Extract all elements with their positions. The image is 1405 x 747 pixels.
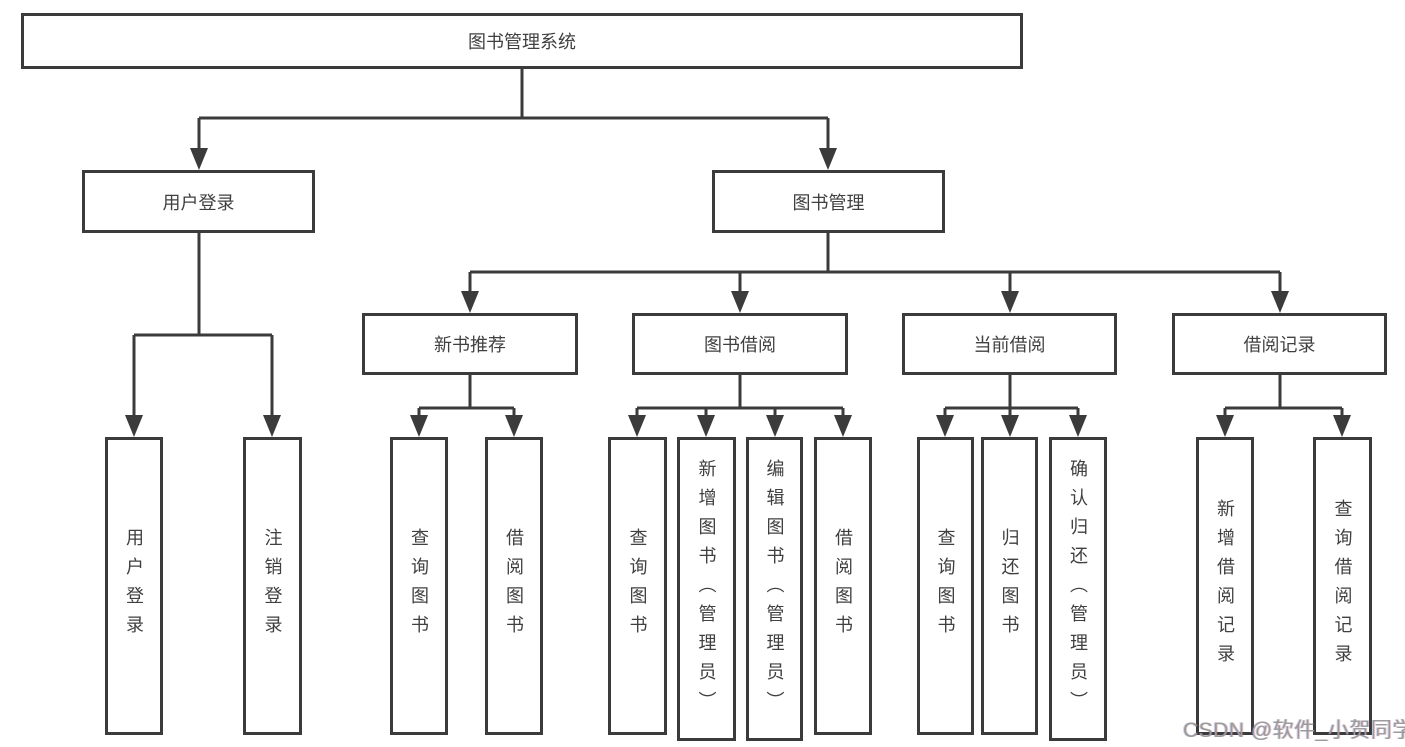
leaf-label: 借阅图书 [504, 528, 524, 644]
node-user-login: 用户登录 [82, 170, 315, 233]
node-current-borrowing: 当前借阅 [902, 313, 1117, 375]
leaf-label: 新增借阅记录 [1215, 499, 1235, 673]
leaf-query-books-recommend: 查询图书 [390, 437, 448, 735]
leaf-query-books-current: 查询图书 [917, 437, 974, 735]
leaf-label: 编辑图书（管理员） [764, 458, 785, 720]
branch-current-borrow-to-leaves [936, 375, 1087, 437]
leaf-label: 借阅图书 [833, 528, 853, 644]
node-label: 借阅记录 [1243, 335, 1316, 355]
leaf-add-borrow-record: 新增借阅记录 [1196, 437, 1254, 735]
branch-new-books-to-leaves [410, 375, 523, 437]
leaf-label: 注销登录 [262, 528, 283, 644]
node-label: 图书管理 [792, 192, 865, 213]
node-new-book-recommendation: 新书推荐 [362, 313, 578, 375]
branch-book-borrow-to-leaves [628, 375, 852, 437]
node-label: 新书推荐 [434, 335, 506, 355]
leaf-return-book: 归还图书 [981, 437, 1038, 735]
branch-root-to-level2 [190, 67, 837, 170]
node-label: 图书管理系统 [468, 32, 576, 52]
leaf-borrow-books-recommend: 借阅图书 [485, 437, 543, 735]
leaf-confirm-return-admin: 确认归还（管理员） [1049, 437, 1107, 741]
node-label: 用户登录 [162, 192, 235, 213]
node-label: 当前借阅 [973, 335, 1046, 355]
leaf-query-books-borrow: 查询图书 [608, 437, 667, 735]
branch-book-management-to-level3 [461, 233, 1289, 313]
leaf-label: 新增图书（管理员） [696, 458, 717, 720]
csdn-watermark: CSDN @软件_小贺同学 [1183, 719, 1405, 742]
node-borrowing-records: 借阅记录 [1172, 313, 1387, 375]
leaf-logout: 注销登录 [243, 437, 302, 735]
leaf-label: 用户登录 [124, 528, 144, 644]
branch-user-login-to-leaves [125, 233, 281, 437]
branch-borrow-records-to-leaves [1216, 375, 1351, 437]
node-book-borrowing: 图书借阅 [632, 313, 848, 375]
leaf-label: 查询图书 [935, 528, 956, 644]
leaf-label: 查询借阅记录 [1332, 499, 1353, 673]
node-book-management: 图书管理 [712, 170, 945, 233]
leaf-label: 查询图书 [627, 528, 648, 644]
leaf-edit-book-admin: 编辑图书（管理员） [746, 437, 803, 741]
leaf-borrow-books: 借阅图书 [814, 437, 872, 735]
leaf-label: 归还图书 [999, 528, 1020, 644]
leaf-user-login: 用户登录 [105, 437, 163, 735]
node-label: 图书借阅 [704, 335, 776, 355]
leaf-label: 查询图书 [409, 528, 429, 644]
leaf-query-borrow-record: 查询借阅记录 [1313, 437, 1372, 735]
leaf-add-book-admin: 新增图书（管理员） [677, 437, 736, 741]
node-library-system-root: 图书管理系统 [21, 13, 1023, 69]
leaf-label: 确认归还（管理员） [1068, 458, 1088, 720]
